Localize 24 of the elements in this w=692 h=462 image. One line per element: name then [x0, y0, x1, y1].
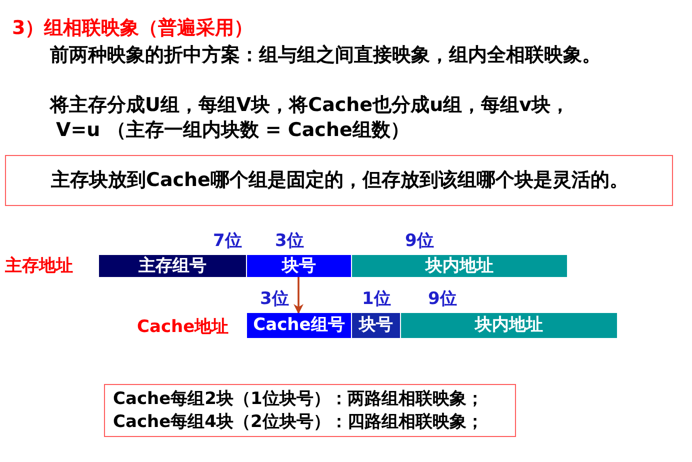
bit-width-label: 1位	[362, 288, 391, 311]
bit-width-label: 9位	[428, 288, 457, 311]
body-text: 前两种映象的折中方案：组与组之间直接映象，组内全相联映象。	[50, 43, 601, 68]
arrow	[294, 277, 304, 314]
note-box	[104, 384, 516, 437]
address-field: 块内地址	[351, 255, 567, 277]
address-field: 块内地址	[400, 313, 617, 338]
note-box	[5, 155, 673, 206]
row-label: 主存地址	[5, 255, 73, 278]
bit-width-label: 7位	[213, 230, 242, 253]
title: 3）组相联映象（普遍采用）	[12, 16, 254, 41]
address-field: Cache组号	[246, 313, 351, 338]
note-text: 主存块放到Cache哪个组是固定的，但存放到该组哪个块是灵活的。	[51, 168, 628, 193]
address-field: 主存组号	[98, 255, 246, 277]
body-text: 将主存分成U组，每组V块，将Cache也分成u组，每组v块，	[50, 93, 570, 118]
address-field: 块号	[246, 255, 351, 277]
bit-width-label: 9位	[405, 230, 434, 253]
note-text: Cache每组2块（1位块号）：两路组相联映象；	[113, 388, 484, 411]
row-label: Cache地址	[137, 316, 229, 339]
address-field: 块号	[351, 313, 400, 338]
bit-width-label: 3位	[275, 230, 304, 253]
bit-width-label: 3位	[260, 288, 289, 311]
note-text: Cache每组4块（2位块号）：四路组相联映象；	[113, 411, 484, 434]
body-text: V=u （主存一组内块数 = Cache组数）	[56, 118, 410, 143]
